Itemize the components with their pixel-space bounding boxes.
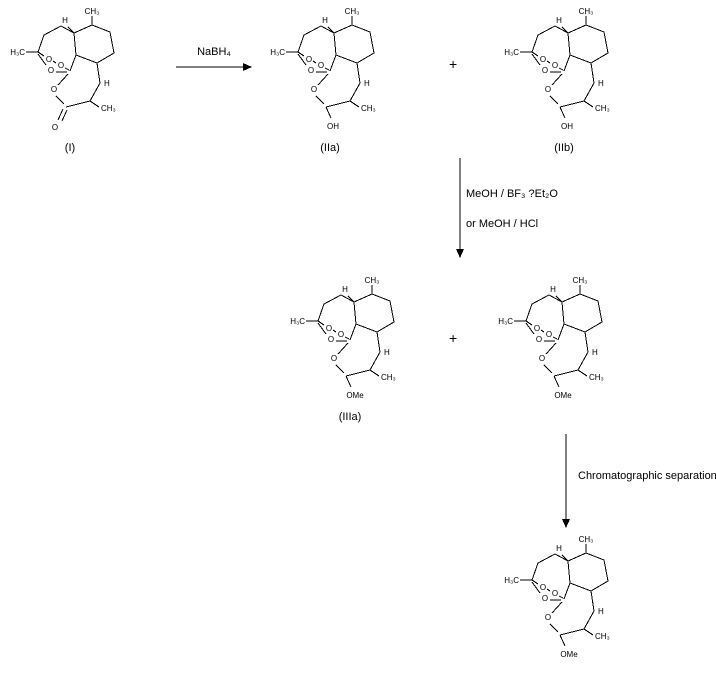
reaction-arrow-down	[456, 158, 464, 258]
atom-o-peroxide-a: O	[540, 583, 546, 592]
atom-substituent: O	[52, 123, 58, 132]
atom-h-right: H	[592, 348, 598, 357]
atom-o-trioxane: O	[542, 594, 548, 603]
atom-o-ring: O	[311, 85, 317, 94]
molecule-IIb: CH₃ H H₃C O O O O H CH₃ OH (IIb)	[498, 6, 630, 154]
reaction-step-1: NaBH₄	[176, 46, 252, 79]
molecule-I: CH₃ H H₃C O O O O H CH₃ O (I)	[4, 6, 136, 154]
molecule-IIIa: CH₃ H H₃C O O O O H CH₃ OMe (IIIa)	[284, 275, 416, 423]
atom-o-peroxide-a: O	[534, 324, 540, 333]
atom-o-peroxide-b: O	[58, 61, 64, 70]
atom-h-top: H	[322, 16, 328, 25]
atom-substituent: OH	[327, 122, 339, 131]
molecule-label-IIIa: (IIIa)	[338, 411, 362, 423]
atom-h-right: H	[384, 348, 390, 357]
reagent-step2-line2: or MeOH / HCl	[466, 218, 539, 230]
atom-o-peroxide-a: O	[326, 324, 332, 333]
atom-o-peroxide-b: O	[338, 330, 344, 339]
atom-o-ring: O	[539, 354, 545, 363]
reaction-step-2	[453, 158, 467, 263]
atom-o-peroxide-b: O	[552, 61, 558, 70]
plus-sign: +	[449, 330, 458, 346]
atom-h-right: H	[364, 79, 370, 88]
reaction-arrow-right	[176, 63, 252, 71]
atom-o-trioxane: O	[536, 335, 542, 344]
atom-h3c-left: H₃C	[504, 576, 519, 585]
molecule-label-I: (I)	[64, 142, 76, 154]
atom-h3c-left: H₃C	[498, 317, 513, 326]
atom-o-peroxide-b: O	[546, 330, 552, 339]
atom-h3c-left: H₃C	[290, 317, 305, 326]
atom-ch3-top: CH₃	[365, 276, 380, 285]
atom-o-peroxide-b: O	[318, 61, 324, 70]
atom-ch3-top: CH₃	[573, 276, 588, 285]
atom-h-top: H	[550, 285, 556, 294]
atom-ch3-right: CH₃	[595, 104, 610, 113]
plus-sign: +	[449, 56, 458, 72]
reagent-step1-label: NaBH₄	[197, 46, 231, 58]
atom-substituent: OH	[561, 122, 573, 131]
reaction-step-3	[559, 434, 573, 533]
atom-o-trioxane: O	[542, 66, 548, 75]
atom-substituent: OMe	[554, 391, 572, 400]
atom-h-right: H	[598, 79, 604, 88]
atom-ch3-right: CH₃	[361, 104, 376, 113]
atom-o-peroxide-a: O	[306, 55, 312, 64]
atom-h-top: H	[62, 16, 68, 25]
atom-ch3-right: CH₃	[381, 373, 396, 382]
atom-h3c-left: H₃C	[10, 48, 25, 57]
reagent-step2-line1: MeOH / BF₃ ?Et₂O	[466, 188, 558, 200]
atom-o-peroxide-a: O	[540, 55, 546, 64]
molecule-IIIb: CH₃ H H₃C O O O O H CH₃ OMe	[492, 275, 624, 405]
atom-o-ring: O	[331, 354, 337, 363]
atom-h-right: H	[598, 607, 604, 616]
atom-o-trioxane: O	[308, 66, 314, 75]
reagent-step3-label: Chromatographic separation	[578, 470, 716, 482]
atom-o-ring: O	[545, 85, 551, 94]
atom-ch3-right: CH₃	[595, 632, 610, 641]
atom-ch3-top: CH₃	[579, 7, 594, 16]
arrowhead-icon	[456, 249, 464, 258]
atom-ch3-top: CH₃	[85, 7, 100, 16]
atom-o-trioxane: O	[48, 66, 54, 75]
atom-h-top: H	[342, 285, 348, 294]
molecule-label-IIa: (IIa)	[320, 142, 340, 154]
arrowhead-icon	[562, 519, 570, 528]
atom-ch3-top: CH₃	[579, 535, 594, 544]
molecule-product: CH₃ H H₃C O O O O H CH₃ OMe	[498, 534, 630, 664]
arrowhead-icon	[243, 63, 252, 71]
atom-o-trioxane: O	[328, 335, 334, 344]
atom-o-peroxide-b: O	[552, 589, 558, 598]
atom-substituent: OMe	[560, 650, 578, 659]
atom-h-top: H	[556, 544, 562, 553]
atom-ch3-right: CH₃	[101, 104, 116, 113]
reaction-arrow-down	[562, 434, 570, 528]
molecule-label-IIb: (IIb)	[554, 142, 574, 154]
atom-h3c-left: H₃C	[504, 48, 519, 57]
atom-substituent: OMe	[346, 391, 364, 400]
atom-h-right: H	[104, 79, 110, 88]
atom-ch3-top: CH₃	[345, 7, 360, 16]
atom-h3c-left: H₃C	[270, 48, 285, 57]
atom-o-ring: O	[545, 613, 551, 622]
atom-ch3-right: CH₃	[589, 373, 604, 382]
molecule-IIa: CH₃ H H₃C O O O O H CH₃ OH (IIa)	[264, 6, 396, 154]
atom-o-peroxide-a: O	[46, 55, 52, 64]
atom-o-ring: O	[51, 85, 57, 94]
atom-h-top: H	[556, 16, 562, 25]
